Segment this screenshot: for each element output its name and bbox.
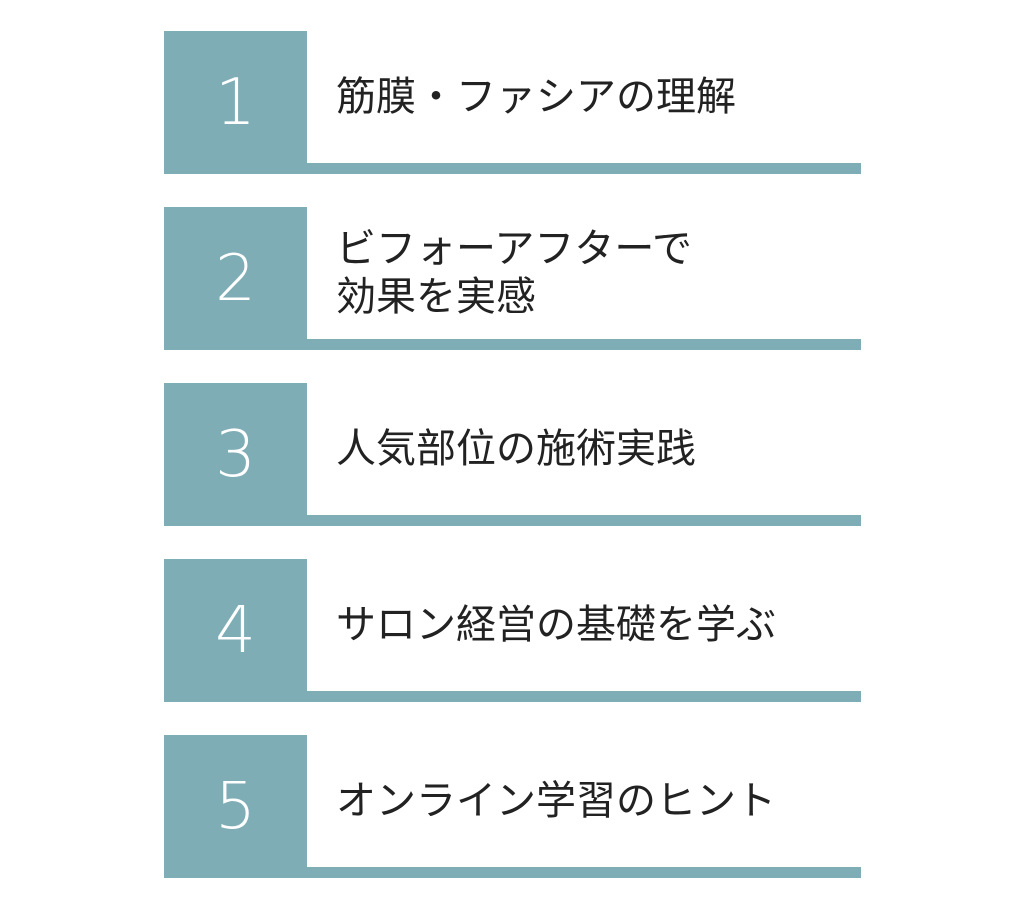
item-number: 5 <box>215 769 256 844</box>
number-badge: 5 <box>164 735 307 878</box>
item-number: 4 <box>215 593 256 668</box>
item-underline <box>164 867 861 878</box>
numbered-list: 1 筋膜・ファシアの理解 2 ビフォーアフターで 効果を実感 3 人気部位の施術… <box>164 31 861 878</box>
item-label: 人気部位の施術実践 <box>336 426 696 472</box>
number-badge: 4 <box>164 559 307 702</box>
item-underline <box>164 163 861 174</box>
number-badge: 1 <box>164 31 307 174</box>
list-item: 3 人気部位の施術実践 <box>164 383 861 526</box>
item-label: 筋膜・ファシアの理解 <box>336 74 736 120</box>
number-badge: 2 <box>164 207 307 350</box>
item-number: 1 <box>215 65 256 140</box>
item-underline <box>164 691 861 702</box>
item-number: 3 <box>215 417 256 492</box>
item-label: ビフォーアフターで 効果を実感 <box>336 226 692 320</box>
item-underline <box>164 339 861 350</box>
item-label: サロン経営の基礎を学ぶ <box>336 602 776 648</box>
list-item: 1 筋膜・ファシアの理解 <box>164 31 861 174</box>
list-item: 5 オンライン学習のヒント <box>164 735 861 878</box>
item-label: オンライン学習のヒント <box>336 778 776 824</box>
item-underline <box>164 515 861 526</box>
list-item: 2 ビフォーアフターで 効果を実感 <box>164 207 861 350</box>
list-item: 4 サロン経営の基礎を学ぶ <box>164 559 861 702</box>
number-badge: 3 <box>164 383 307 526</box>
item-number: 2 <box>215 241 256 316</box>
